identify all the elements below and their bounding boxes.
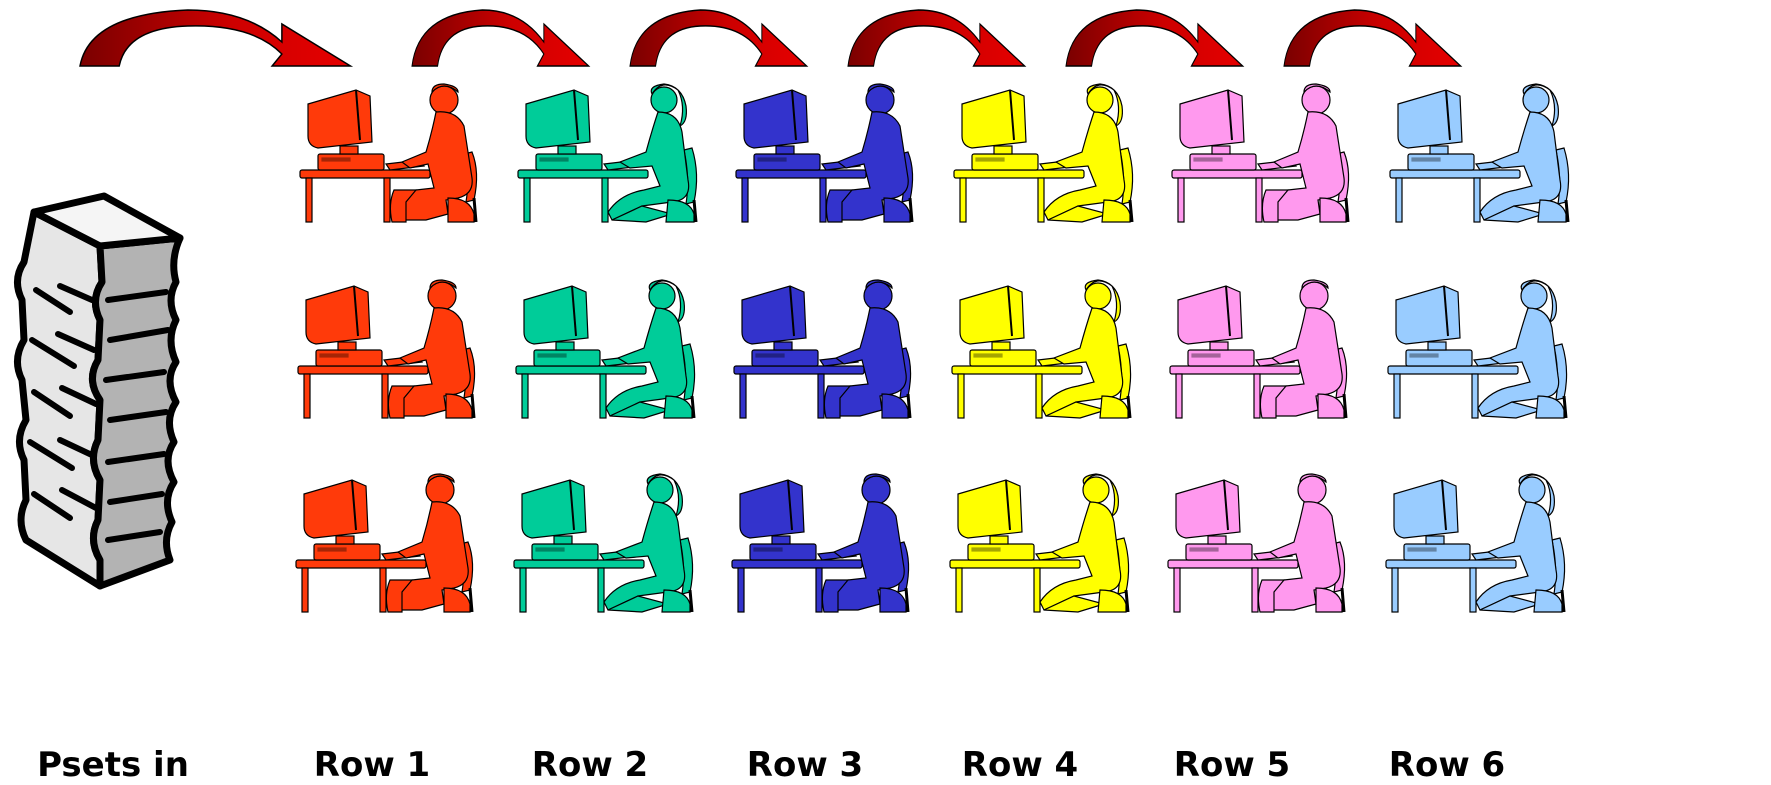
computer-user-icon <box>516 82 699 224</box>
computer-user-icon <box>1384 472 1567 614</box>
computer-user-icon <box>298 82 479 224</box>
row-label-6: Row 6 <box>1388 745 1506 785</box>
computer-user-icon <box>1168 278 1349 420</box>
computer-user-icon <box>294 472 475 614</box>
computer-user-icon <box>296 278 477 420</box>
row-label-4: Row 4 <box>961 745 1079 785</box>
curved-arrow-icon <box>847 9 1026 67</box>
computer-user-icon <box>948 472 1131 614</box>
computer-user-icon <box>512 472 695 614</box>
computer-user-icon <box>950 278 1133 420</box>
stack-paper-edges <box>27 283 171 543</box>
arrows-layer <box>79 9 1462 67</box>
row-label-3: Row 3 <box>746 745 864 785</box>
workstations-grid <box>294 82 1571 614</box>
computer-user-icon <box>1166 472 1347 614</box>
row-label-1: Row 1 <box>313 745 431 785</box>
computer-user-icon <box>1386 278 1569 420</box>
curved-arrow-icon <box>1283 9 1462 67</box>
row-label-2: Row 2 <box>531 745 649 785</box>
computer-user-icon <box>732 278 913 420</box>
computer-user-icon <box>1388 82 1571 224</box>
curved-arrow-icon <box>79 9 352 67</box>
curved-arrow-icon <box>1065 9 1244 67</box>
paper-stack-icon <box>14 192 184 590</box>
computer-user-icon <box>952 82 1135 224</box>
computer-user-icon <box>1170 82 1351 224</box>
computer-user-icon <box>730 472 911 614</box>
stack-label: Psets in <box>37 745 189 785</box>
computer-user-icon <box>734 82 915 224</box>
computer-user-icon <box>514 278 697 420</box>
curved-arrow-icon <box>411 9 590 67</box>
row-label-5: Row 5 <box>1173 745 1291 785</box>
curved-arrow-icon <box>629 9 808 67</box>
stack-top-face <box>30 192 184 250</box>
